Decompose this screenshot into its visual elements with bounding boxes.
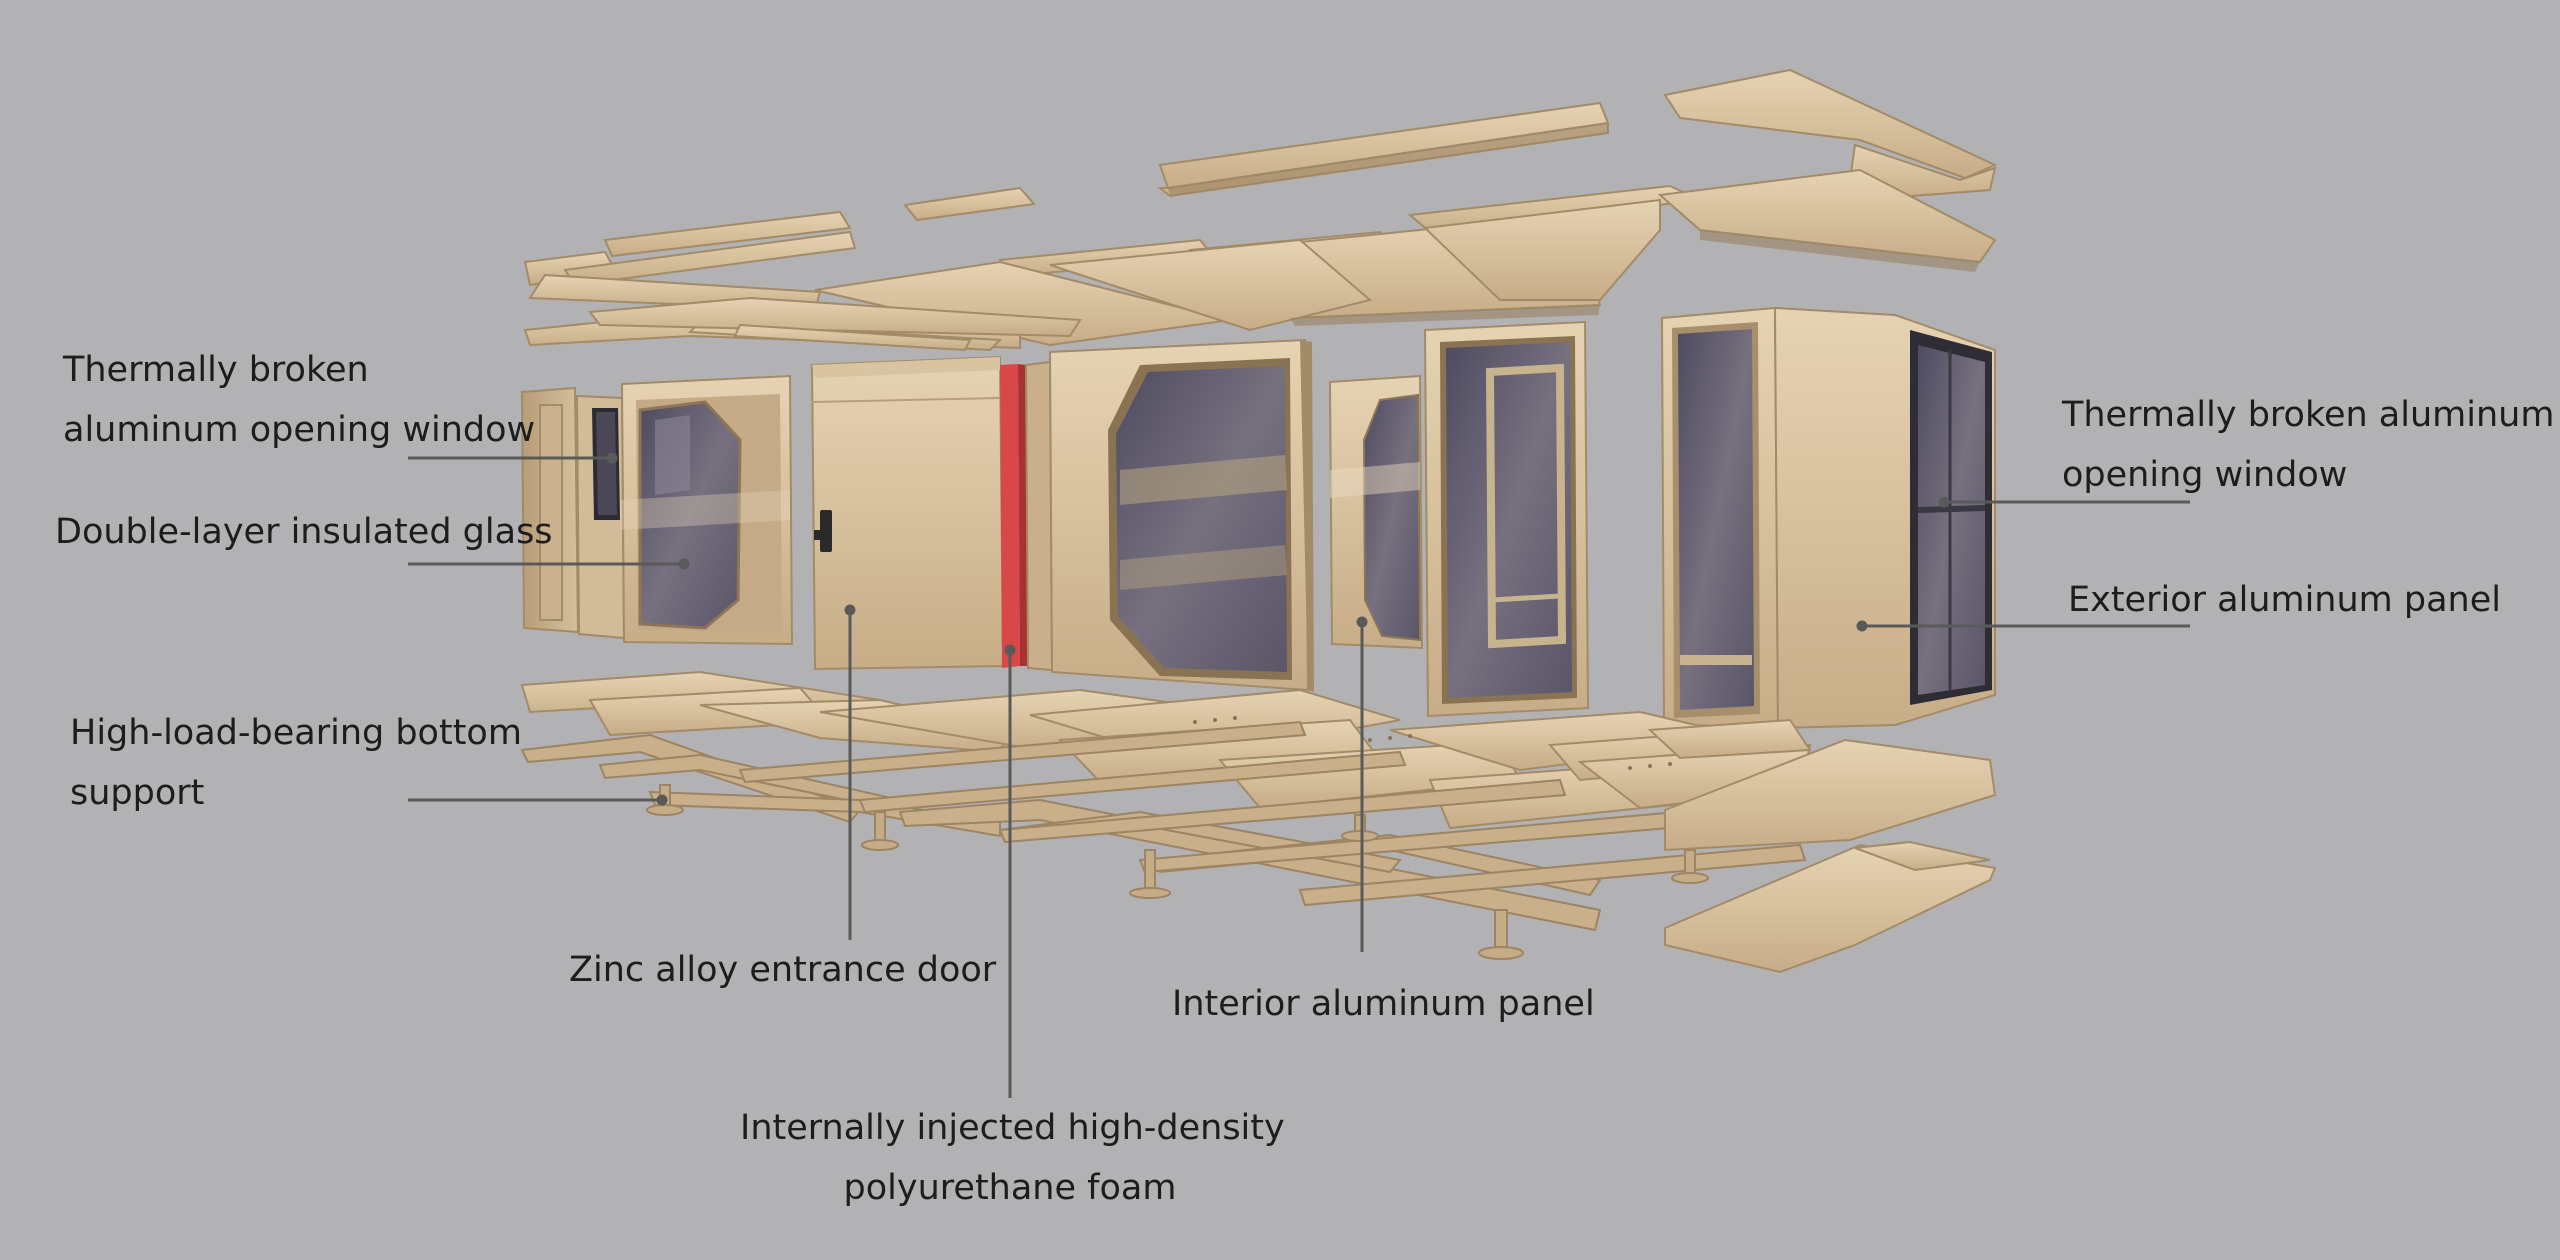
roof-panels — [523, 68, 1998, 352]
label-window-left: Thermally broken aluminum opening window — [63, 340, 535, 460]
label-interior: Interior aluminum panel — [1172, 974, 1595, 1034]
label-glass: Double-layer insulated glass — [55, 502, 553, 562]
floor-corner-right — [1664, 738, 1997, 974]
floor-holes — [1193, 716, 1672, 770]
label-exterior-line1: Exterior aluminum panel — [2068, 580, 2501, 620]
label-bottom-support: High-load-bearing bottom support — [70, 703, 522, 823]
right-end-wall — [1660, 306, 1996, 730]
interior-panel — [1328, 374, 1424, 650]
label-foam-line2: polyurethane foam — [843, 1168, 1177, 1208]
label-window-right-line1: Thermally broken aluminum — [2062, 395, 2555, 435]
window-panel-left — [620, 374, 794, 646]
label-glass-line1: Double-layer insulated glass — [55, 512, 553, 552]
label-bottom-line2: support — [70, 773, 205, 813]
entrance-door-panel — [810, 355, 1054, 672]
label-window-left-line1: Thermally broken — [63, 350, 369, 390]
label-door-line1: Zinc alloy entrance door — [569, 950, 997, 990]
window-panel-center — [1048, 338, 1314, 692]
label-window-left-line2: aluminum opening window — [63, 410, 536, 450]
bottom-frame — [520, 720, 1807, 932]
label-bottom-line1: High-load-bearing bottom — [70, 713, 522, 753]
label-window-right: Thermally broken aluminum opening window — [2062, 385, 2554, 505]
label-exterior: Exterior aluminum panel — [2068, 570, 2501, 630]
label-foam: Internally injected high-density polyure… — [740, 1098, 1285, 1218]
label-door: Zinc alloy entrance door — [569, 940, 996, 1000]
label-interior-line1: Interior aluminum panel — [1172, 984, 1595, 1024]
label-foam-line1: Internally injected high-density — [740, 1108, 1285, 1148]
roof-shadows — [1168, 123, 1980, 326]
side-window-panel — [1423, 320, 1590, 718]
label-window-right-line2: opening window — [2062, 455, 2348, 495]
